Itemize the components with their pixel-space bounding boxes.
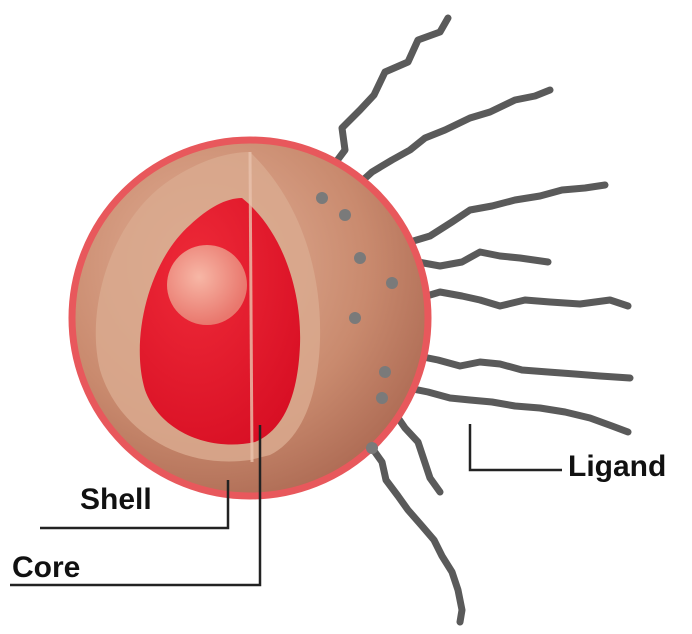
- ligand-chain: [372, 448, 462, 622]
- shell-label: Shell: [80, 485, 152, 515]
- ligand-anchor-dot: [376, 392, 388, 404]
- ligand-chain: [392, 385, 628, 432]
- core-label: Core: [12, 553, 80, 583]
- ligand-anchor-dot: [316, 192, 328, 204]
- shell-seam: [250, 152, 252, 462]
- core-highlight: [167, 245, 247, 325]
- ligand-anchor-dot: [366, 442, 378, 454]
- ligand-anchor-dot: [349, 312, 361, 324]
- ligand-label: Ligand: [568, 452, 666, 482]
- ligand-leader-line: [470, 424, 562, 470]
- ligand-anchor-dot: [339, 209, 351, 221]
- ligand-anchor-dot: [354, 252, 366, 264]
- ligand-anchor-dot: [386, 277, 398, 289]
- ligand-anchor-dot: [379, 366, 391, 378]
